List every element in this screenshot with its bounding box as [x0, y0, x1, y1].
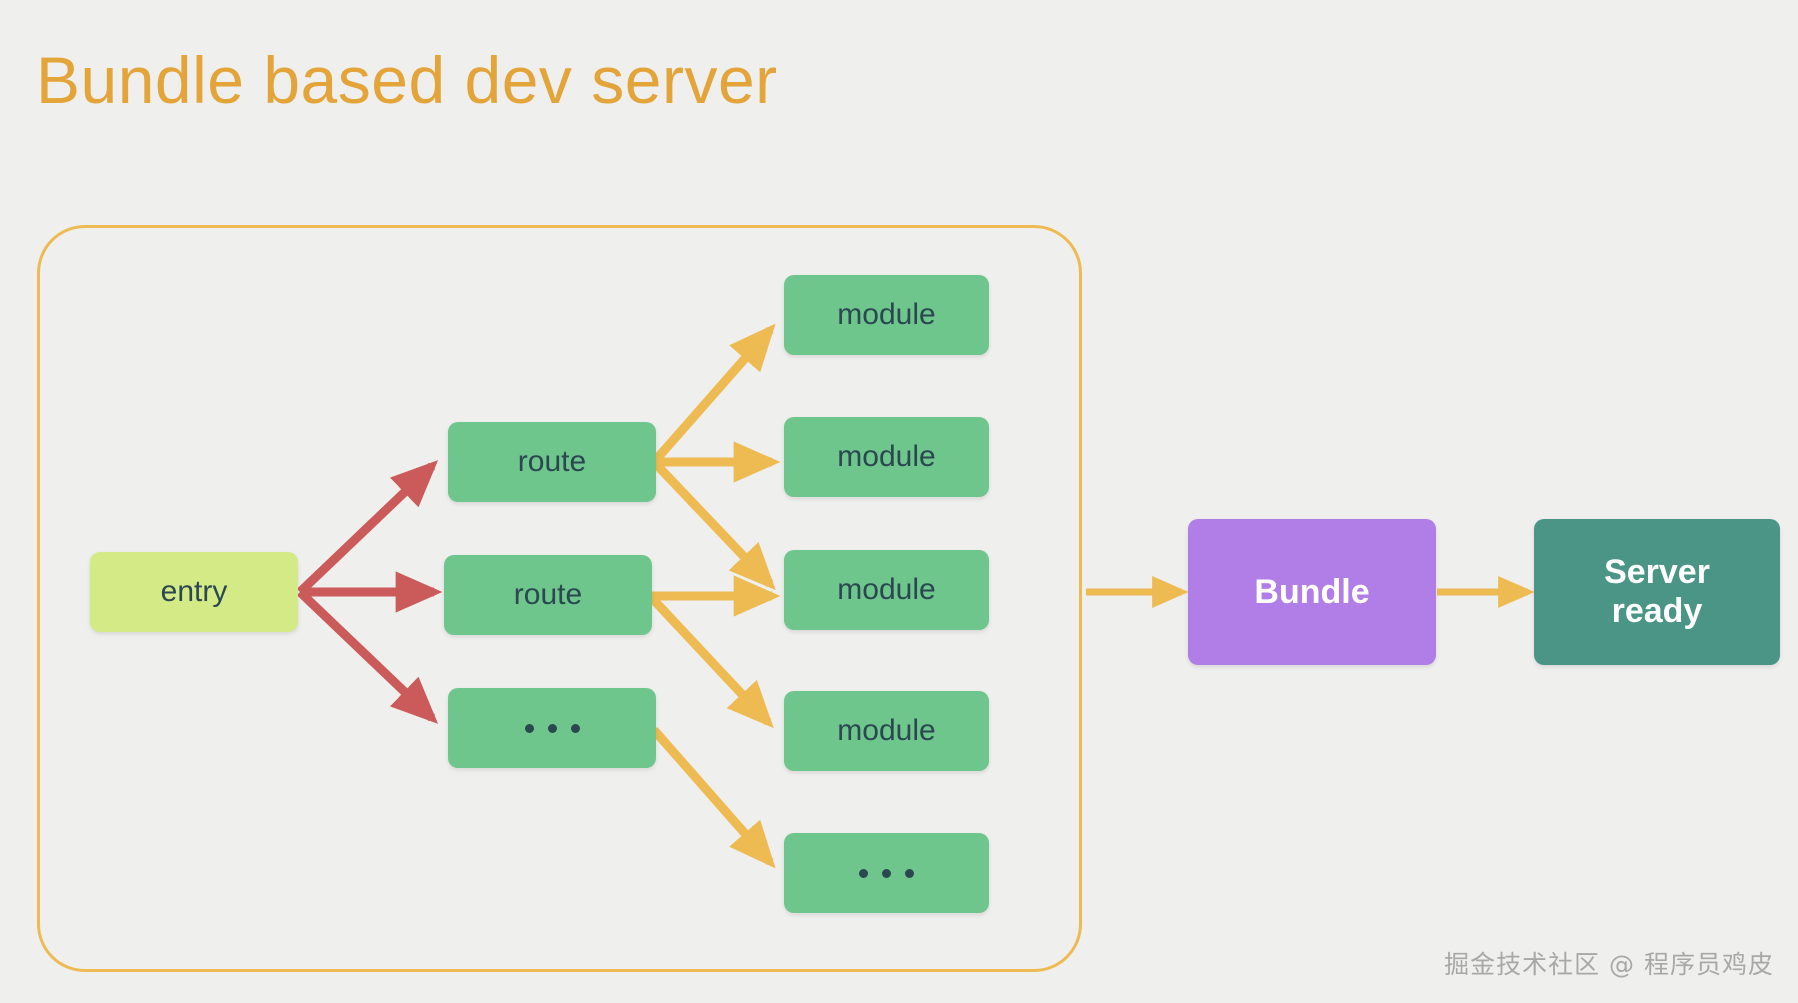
- node-module-3[interactable]: module: [784, 550, 989, 630]
- node-module-1-label: module: [837, 298, 936, 331]
- node-route-2-label: route: [513, 578, 583, 611]
- node-server-ready[interactable]: Server ready: [1534, 519, 1780, 665]
- node-entry-label: entry: [160, 575, 228, 608]
- ellipsis-dots: [524, 723, 580, 733]
- watermark: 掘金技术社区 @ 程序员鸡皮: [1444, 950, 1774, 979]
- node-route-3-ellipsis[interactable]: [448, 688, 656, 768]
- node-module-3-label: module: [837, 573, 936, 606]
- node-module-2[interactable]: module: [784, 417, 989, 497]
- node-entry[interactable]: entry: [90, 552, 298, 632]
- node-module-2-label: module: [837, 440, 936, 473]
- node-server-line-1: Server: [1604, 552, 1710, 591]
- node-bundle[interactable]: Bundle: [1188, 519, 1436, 665]
- node-route-1-label: route: [517, 445, 587, 478]
- node-module-1[interactable]: module: [784, 275, 989, 355]
- node-route-1[interactable]: route: [448, 422, 656, 502]
- ellipsis-dots: [859, 868, 914, 878]
- node-bundle-label: Bundle: [1254, 572, 1370, 611]
- node-module-4-label: module: [837, 714, 936, 747]
- bundle-scope-container: [37, 225, 1082, 972]
- node-module-5-ellipsis[interactable]: [784, 833, 989, 913]
- page-title: Bundle based dev server: [36, 43, 778, 117]
- node-route-2[interactable]: route: [444, 555, 652, 635]
- node-server-line-2: ready: [1611, 592, 1703, 630]
- node-module-4[interactable]: module: [784, 691, 989, 771]
